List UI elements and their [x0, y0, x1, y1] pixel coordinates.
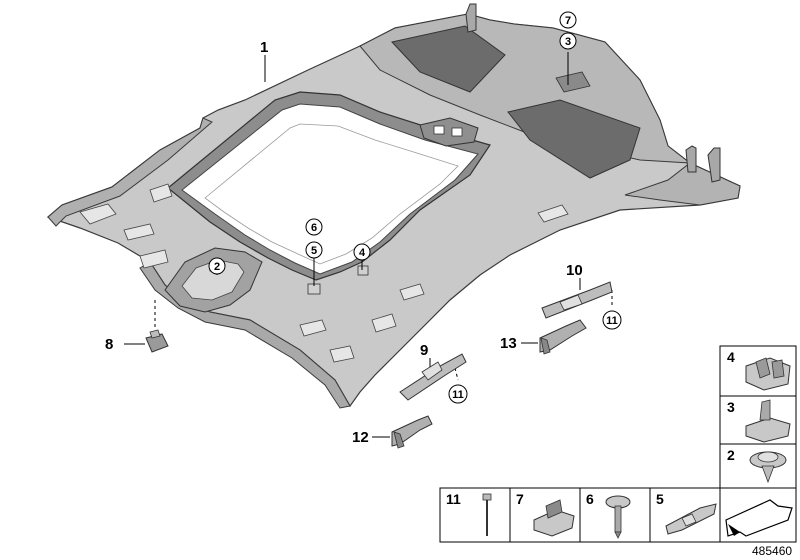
callout-2: 2: [208, 257, 226, 275]
table-label-7: 7: [516, 491, 524, 507]
grab-handle-part-12: [391, 415, 433, 449]
bracket-part-9: [399, 353, 467, 401]
svg-text:5: 5: [311, 245, 317, 257]
table-label-5: 5: [656, 491, 664, 507]
parts-table-bottom: 11 7 6 5: [439, 487, 721, 543]
svg-text:11: 11: [452, 389, 464, 401]
screw-6-illustration: [605, 495, 631, 539]
callout-13: 13: [500, 335, 517, 352]
table-label-4: 4: [727, 349, 735, 365]
table-label-3: 3: [727, 399, 735, 415]
table-label-11: 11: [446, 491, 461, 507]
svg-text:4: 4: [359, 247, 366, 259]
callout-9: 9: [420, 342, 428, 359]
svg-text:11: 11: [606, 315, 618, 327]
callout-1: 1: [260, 39, 268, 56]
table-label-2: 2: [727, 447, 735, 463]
leader-lines: [124, 52, 613, 438]
callout-7: 7: [559, 11, 577, 29]
svg-text:6: 6: [311, 222, 317, 234]
svg-text:2: 2: [214, 261, 220, 273]
callout-12: 12: [352, 429, 369, 446]
callout-3: 3: [559, 32, 577, 50]
callout-4: 4: [353, 243, 371, 261]
callout-11-upper: 11: [602, 310, 622, 330]
screw-11-illustration: [482, 493, 492, 536]
callout-10: 10: [566, 262, 583, 279]
clip-2-illustration: [749, 451, 787, 484]
svg-text:3: 3: [565, 36, 571, 48]
callout-8: 8: [105, 336, 113, 353]
arrow-icon: [725, 499, 793, 537]
svg-text:7: 7: [565, 15, 571, 27]
clip-3-illustration: [745, 399, 791, 443]
callout-6: 6: [305, 218, 323, 236]
lamp-holder-part: [145, 329, 169, 353]
callout-5: 5: [305, 241, 323, 259]
parts-table-right: 4 3 2: [719, 345, 797, 543]
clip-4-illustration: [745, 357, 791, 391]
document-number: 485460: [752, 544, 792, 558]
grab-handle-part-13: [539, 319, 587, 355]
bracket-part-10: [541, 281, 613, 319]
table-label-6: 6: [586, 491, 594, 507]
callout-11-lower: 11: [448, 384, 468, 404]
strip-5-illustration: [665, 503, 717, 535]
clip-7-illustration: [533, 499, 575, 537]
headliner-assembly: [46, 3, 741, 409]
